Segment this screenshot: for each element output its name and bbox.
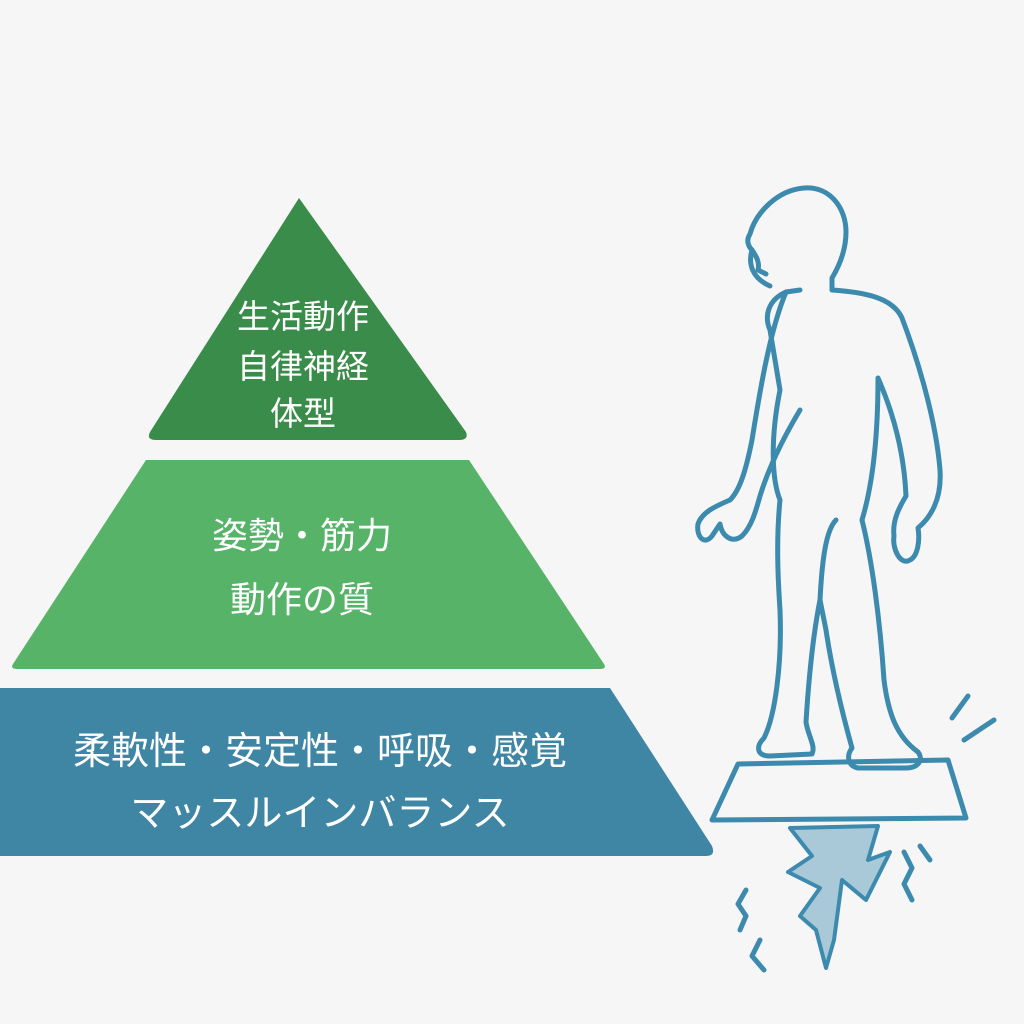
unstable-person-illustration — [695, 185, 997, 973]
pyramid-tier-top: 生活動作 自律神経 体型 — [148, 198, 467, 440]
person-leg-separation — [817, 517, 839, 603]
wobble-line-left-low — [749, 937, 767, 973]
tier-middle-line-1: 姿勢・筋力 — [212, 516, 392, 557]
person-nose-outline — [749, 247, 769, 277]
person-front-arm-outline — [695, 289, 803, 543]
tier-bottom-line-2: マッスルインバランス — [130, 791, 509, 835]
wobble-line-right-2 — [961, 717, 997, 743]
pyramid-tier-top-shape — [148, 198, 467, 440]
pyramid-tier-middle-shape — [12, 460, 605, 669]
pyramid-tier-bottom: 柔軟性・安定性・呼吸・感覚 マッスルインバランス — [0, 688, 714, 856]
tier-bottom-line-1: 柔軟性・安定性・呼吸・感覚 — [73, 729, 567, 773]
wobble-line-left — [735, 887, 749, 933]
wobble-line-right-low-2 — [917, 843, 933, 863]
pyramid-tier-bottom-shape — [0, 688, 714, 856]
pyramid-tier-middle: 姿勢・筋力 動作の質 — [12, 460, 605, 669]
tier-top-line-1: 生活動作 — [237, 297, 369, 336]
platform-crack — [786, 824, 892, 970]
wobble-line-right-low-1 — [901, 849, 915, 903]
wobble-line-right-1 — [949, 693, 971, 721]
person-body-outline — [756, 287, 943, 771]
tier-top-line-2: 自律神経 — [237, 347, 369, 386]
balance-platform — [709, 757, 969, 823]
tier-top-line-3: 体型 — [270, 394, 336, 433]
tier-middle-line-2: 動作の質 — [230, 580, 374, 621]
